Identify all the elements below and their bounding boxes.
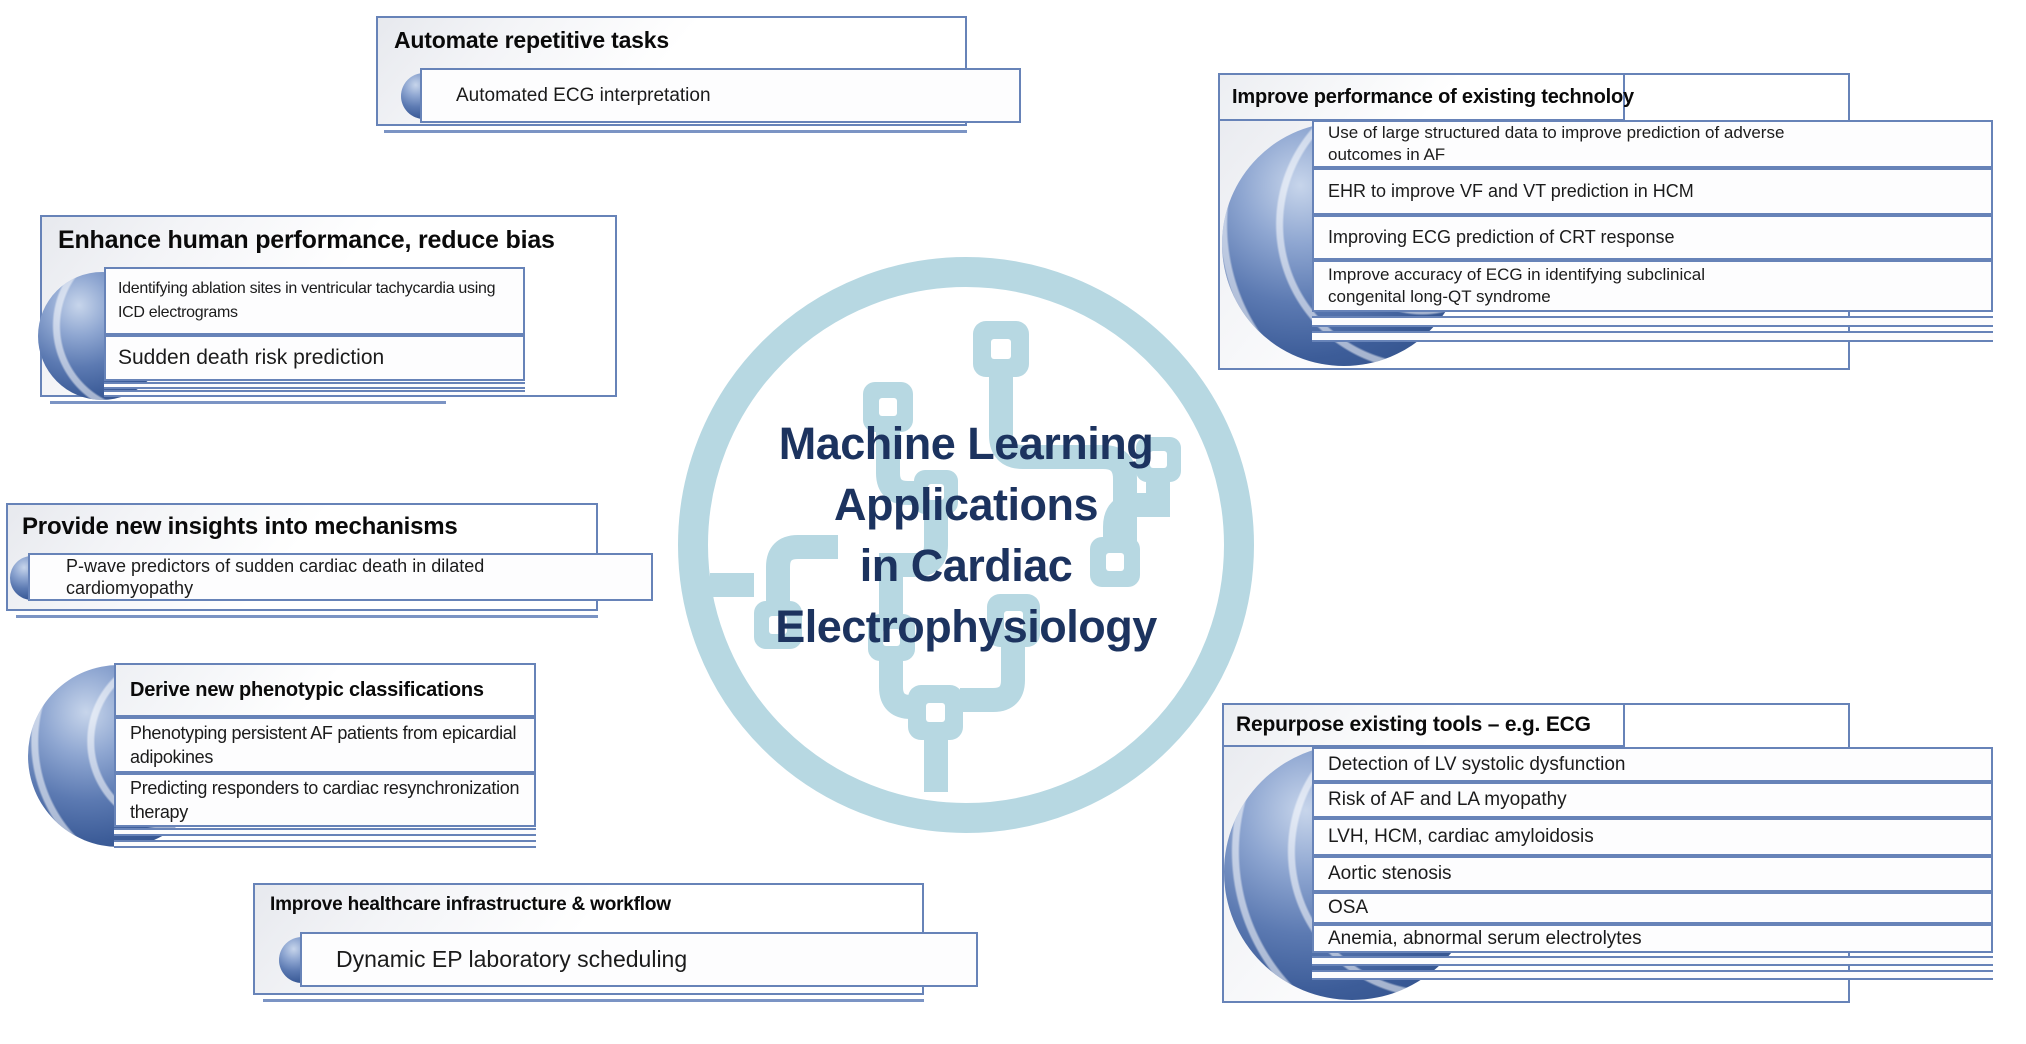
empty-row [1312,956,1993,966]
center-circle: Machine Learning Applications in Cardiac… [678,257,1254,833]
list-item-label: Detection of LV systolic dysfunction [1328,753,1626,775]
center-title: Machine Learning Applications in Cardiac… [708,413,1224,657]
list-item-label: Sudden death risk prediction [118,346,385,369]
center-title-line: Applications [833,479,1099,530]
shadow-line [263,999,924,1002]
list-item-label: EHR to improve VF and VT prediction in H… [1328,181,1694,201]
empty-row [104,382,525,389]
circuit-nodes [754,321,1181,740]
empty-row [1312,331,1993,342]
list-item-label: Improving ECG prediction of CRT response [1328,227,1675,247]
list-item: Predicting responders to cardiac resynch… [114,773,536,827]
circuit-pattern-icon [710,321,1181,792]
list-item: EHR to improve VF and VT prediction in H… [1312,168,1993,215]
list-item: Improve accuracy of ECG in identifying s… [1312,260,1993,312]
group-title: Improve healthcare infrastructure & work… [270,894,671,915]
group-title-row: Derive new phenotypic classifications [114,663,536,717]
center-title-line: in Cardiac [859,540,1073,591]
group-title: Derive new phenotypic classifications [130,678,484,701]
shadow-line [384,130,967,133]
empty-row [104,390,525,397]
group-repurpose-title-tab: Repurpose existing tools – e.g. ECG [1222,703,1625,747]
list-item: P-wave predictors of sudden cardiac deat… [28,553,653,601]
group-title: Automate repetitive tasks [394,27,669,53]
list-item-label: Automated ECG interpretation [456,84,711,106]
list-item-label: P-wave predictors of sudden cardiac deat… [66,556,485,598]
list-item: Dynamic EP laboratory scheduling [300,932,978,987]
list-item: Identifying ablation sites in ventricula… [104,267,525,335]
list-item-label: LVH, HCM, cardiac amyloidosis [1328,826,1594,847]
list-item-label: Aortic stenosis [1328,863,1452,884]
center-title-line: Electrophysiology [775,601,1157,652]
empty-row [114,828,536,836]
group-title: Repurpose existing tools – e.g. ECG [1236,712,1591,736]
empty-row [1312,316,1993,327]
list-item: Phenotyping persistent AF patients from … [114,717,536,773]
empty-row [1312,970,1993,980]
list-item-label: Phenotyping persistent AF patients from … [130,723,517,767]
list-item: Sudden death risk prediction [104,335,525,381]
list-item-label: Improve accuracy of ECG in identifying s… [1328,265,1705,306]
list-item: LVH, HCM, cardiac amyloidosis [1312,818,1993,856]
list-item-label: Anemia, abnormal serum electrolytes [1328,927,1642,949]
list-item: OSA [1312,892,1993,924]
shadow-line [50,401,446,404]
list-item: Anemia, abnormal serum electrolytes [1312,924,1993,953]
list-item-label: Risk of AF and LA myopathy [1328,789,1567,810]
list-item: Risk of AF and LA myopathy [1312,782,1993,818]
center-title-line: Machine Learning [778,418,1154,469]
list-item: Aortic stenosis [1312,856,1993,892]
group-title: Enhance human performance, reduce bias [58,226,555,254]
group-technology-title-tab: Improve performance of existing technolo… [1218,73,1634,121]
list-item-label: Dynamic EP laboratory scheduling [336,946,688,972]
list-item: Detection of LV systolic dysfunction [1312,747,1993,782]
list-item: Automated ECG interpretation [420,68,1021,123]
shadow-line [16,615,598,618]
list-item-label: Identifying ablation sites in ventricula… [118,280,496,321]
group-title: Improve performance of existing technolo… [1232,85,1634,108]
group-title: Provide new insights into mechanisms [22,513,458,540]
list-item-label: Predicting responders to cardiac resynch… [130,778,520,822]
empty-row [114,840,536,848]
list-item: Improving ECG prediction of CRT response [1312,215,1993,260]
list-item: Use of large structured data to improve … [1312,120,1993,168]
list-item-label: Use of large structured data to improve … [1328,123,1785,164]
list-item-label: OSA [1328,897,1369,918]
